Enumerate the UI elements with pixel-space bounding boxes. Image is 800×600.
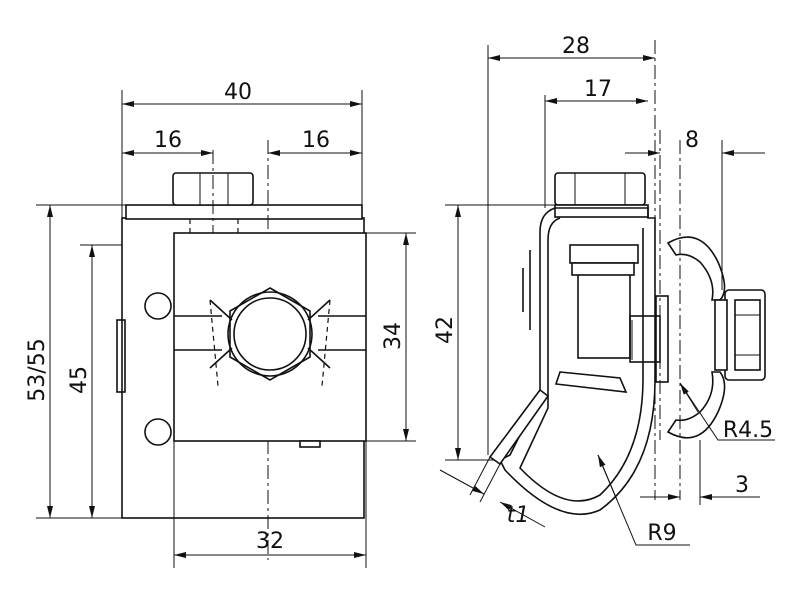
front-top-plate bbox=[125, 204, 363, 220]
dim-17: 17 bbox=[584, 77, 612, 102]
dim-42: 42 bbox=[433, 316, 458, 344]
front-hole-upper bbox=[144, 292, 172, 320]
dim-16-right: 16 bbox=[302, 128, 330, 153]
dim-16-left: 16 bbox=[154, 128, 182, 153]
dim-28: 28 bbox=[562, 34, 590, 59]
dim-40: 40 bbox=[224, 80, 252, 105]
dim-34: 34 bbox=[381, 322, 406, 350]
side-clamp-upper-arc bbox=[666, 236, 726, 301]
dim-3: 3 bbox=[735, 473, 749, 498]
dim-45: 45 bbox=[67, 366, 92, 394]
front-hex-nut bbox=[229, 287, 311, 381]
front-hole-lower bbox=[144, 418, 172, 446]
side-view bbox=[488, 40, 766, 515]
side-nut bbox=[724, 289, 766, 381]
side-bolt-head bbox=[554, 172, 646, 206]
dim-53-55: 53/55 bbox=[25, 338, 50, 401]
dim-32: 32 bbox=[256, 529, 284, 554]
front-dimensions: 40 16 16 53/55 45 34 32 bbox=[25, 80, 416, 568]
dim-r9: R9 bbox=[647, 521, 676, 546]
dim-t1: t1 bbox=[507, 503, 530, 528]
dim-r4-5: R4.5 bbox=[723, 418, 773, 443]
side-bracket-outer bbox=[498, 207, 656, 515]
side-dimensions: 28 17 8 42 t1 R4.5 R9 3 bbox=[433, 34, 775, 546]
front-view bbox=[116, 140, 367, 560]
dim-8: 8 bbox=[685, 128, 699, 153]
side-clamp-lower-arc bbox=[666, 371, 726, 439]
